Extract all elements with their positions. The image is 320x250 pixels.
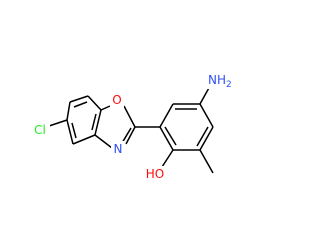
bond — [100, 105, 111, 111]
bond — [69, 95, 89, 103]
bond — [72, 134, 96, 145]
bond — [199, 149, 214, 174]
bond — [66, 101, 71, 121]
bond — [87, 95, 102, 111]
chemical-structure: O N Cl HO NH2 — [30, 72, 232, 182]
oxazole-oxygen-label: O — [112, 93, 121, 107]
bond — [125, 126, 136, 145]
bond — [159, 126, 174, 151]
amine-label: NH2 — [208, 73, 232, 90]
amine-label-subscript: 2 — [226, 80, 232, 90]
bond — [199, 103, 214, 128]
bond — [66, 119, 74, 145]
bond — [164, 126, 177, 146]
oxazole-nitrogen-label: N — [114, 142, 123, 156]
bond — [159, 103, 174, 128]
bond — [121, 127, 132, 144]
chlorine-label: Cl — [34, 123, 46, 137]
bond — [91, 113, 97, 131]
bond — [73, 101, 88, 108]
bond — [48, 119, 68, 127]
bond — [71, 122, 77, 139]
bond — [94, 134, 113, 149]
bond — [123, 105, 136, 128]
atom-labels: O N Cl HO NH2 — [30, 72, 232, 182]
bonds — [48, 85, 214, 174]
bond — [161, 149, 174, 168]
bond — [199, 126, 214, 151]
bond — [196, 126, 209, 147]
amine-label-main: NH — [208, 73, 226, 87]
hydroxyl-label: HO — [146, 167, 164, 181]
bond — [94, 109, 102, 136]
